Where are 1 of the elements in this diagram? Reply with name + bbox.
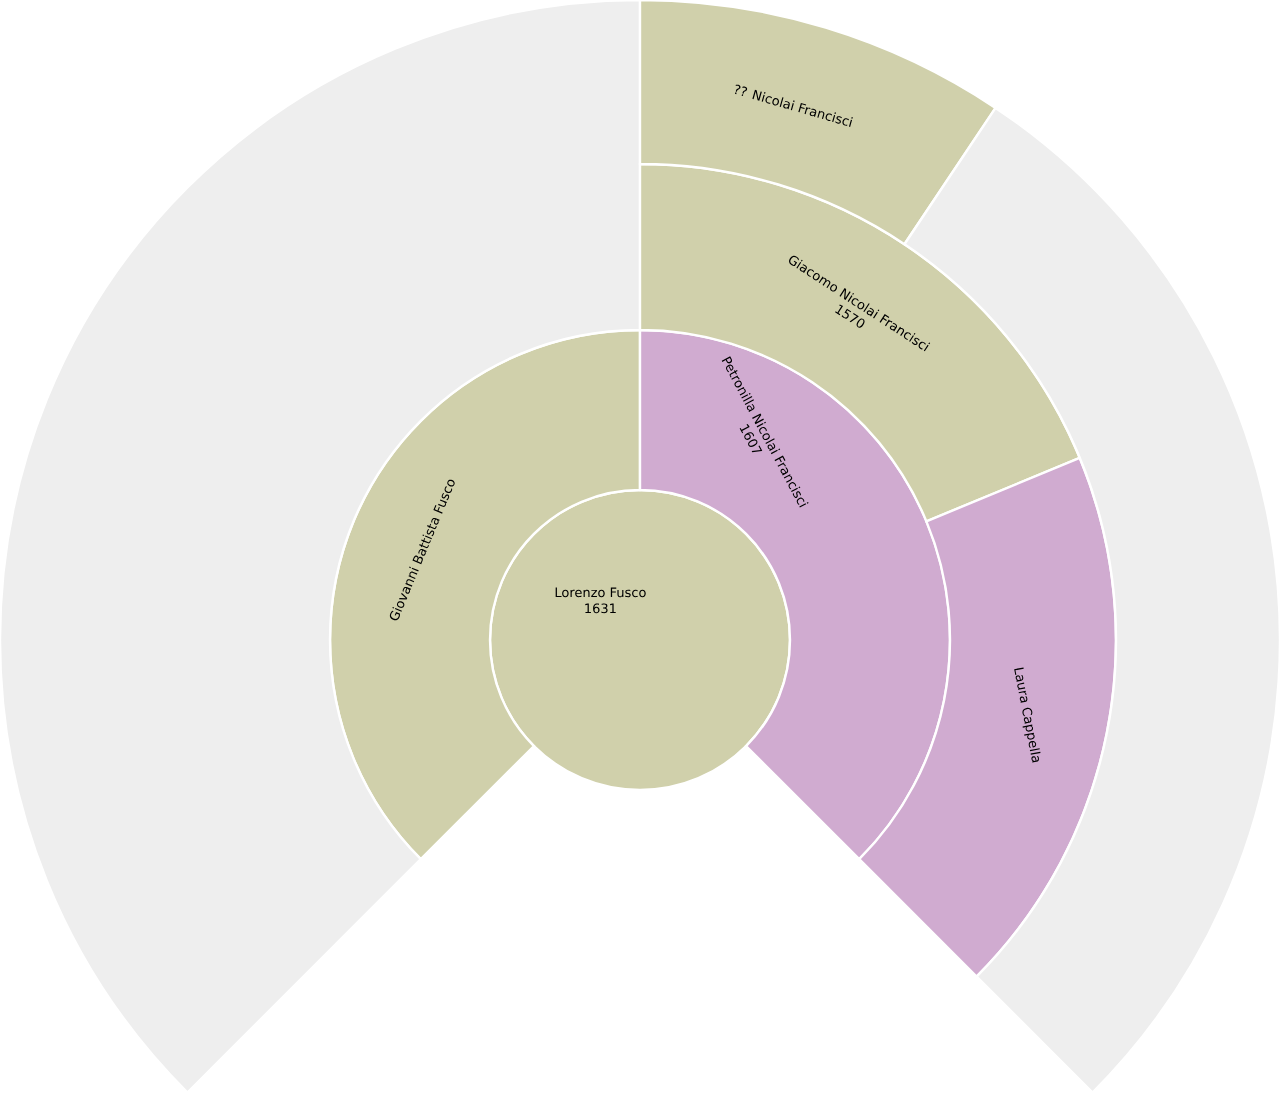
empty-fan-segment (0, 0, 642, 1094)
